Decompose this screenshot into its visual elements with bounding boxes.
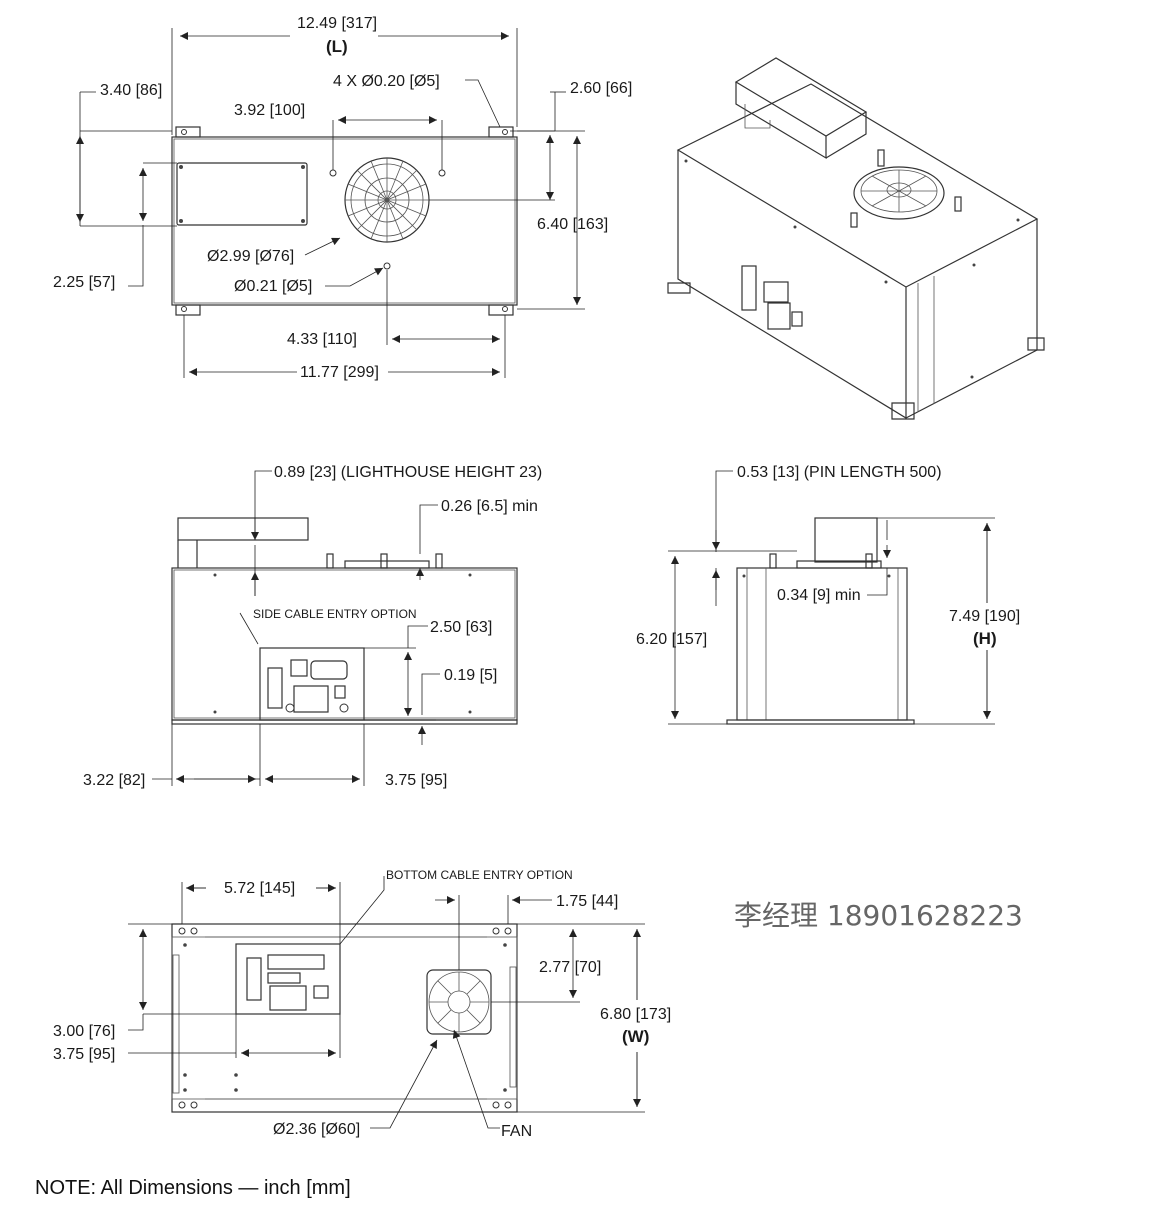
- dim-11-77: 11.77 [299]: [300, 364, 379, 381]
- note-text: NOTE: All Dimensions — inch [mm]: [35, 1177, 351, 1199]
- dim-2-50: 2.50 [63]: [430, 619, 492, 636]
- dim-0-34: 0.34 [9] min: [777, 587, 861, 604]
- dim-pin-length: 0.53 [13] (PIN LENGTH 500): [737, 464, 942, 481]
- tag-height: (H): [973, 629, 997, 648]
- dim-3-00: 3.00 [76]: [53, 1023, 115, 1040]
- dim-3-75-side: 3.75 [95]: [385, 772, 447, 789]
- dim-3-92: 3.92 [100]: [234, 102, 305, 119]
- dim-0-19: 0.19 [5]: [444, 667, 497, 684]
- dim-6-40: 6.40 [163]: [537, 216, 608, 233]
- end-view: 0.53 [13] (PIN LENGTH 500) 6.20 [157] 0.…: [636, 464, 1020, 725]
- label-bottom-cable-entry: BOTTOM CABLE ENTRY OPTION: [386, 868, 573, 882]
- contact-text: 李经理 18901628223: [734, 899, 1023, 932]
- isometric-view: [667, 57, 1045, 420]
- label-fan: FAN: [501, 1123, 532, 1140]
- fan-icon: [853, 166, 945, 220]
- dim-3-75-bottom: 3.75 [95]: [53, 1046, 115, 1063]
- top-view: 12.49 [317] (L) 4 X Ø0.20 [Ø5] 3.40 [86]…: [53, 15, 632, 381]
- label-side-cable-entry: SIDE CABLE ENTRY OPTION: [253, 607, 417, 621]
- dim-hole-dia: Ø0.21 [Ø5]: [234, 278, 312, 295]
- dim-4-33: 4.33 [110]: [287, 331, 357, 348]
- side-view: 0.89 [23] (LIGHTHOUSE HEIGHT 23) 0.26 [6…: [83, 464, 542, 789]
- dim-dial-dia: Ø2.99 [Ø76]: [207, 248, 294, 265]
- dim-length: 12.49 [317]: [297, 15, 377, 32]
- dim-2-60: 2.60 [66]: [570, 80, 632, 97]
- dim-6-20: 6.20 [157]: [636, 631, 707, 648]
- dim-1-75: 1.75 [44]: [556, 893, 618, 910]
- dim-2-77: 2.77 [70]: [539, 959, 601, 976]
- tag-width: (W): [622, 1027, 649, 1046]
- dim-5-72: 5.72 [145]: [224, 880, 295, 897]
- dim-fan-dia: Ø2.36 [Ø60]: [273, 1121, 360, 1138]
- dim-3-40: 3.40 [86]: [100, 82, 162, 99]
- dim-3-22: 3.22 [82]: [83, 772, 145, 789]
- dim-height: 7.49 [190]: [949, 608, 1020, 625]
- dim-width: 6.80 [173]: [600, 1006, 671, 1023]
- dim-lighthouse: 0.89 [23] (LIGHTHOUSE HEIGHT 23): [274, 464, 542, 481]
- dim-holes: 4 X Ø0.20 [Ø5]: [333, 73, 440, 90]
- dial-icon: [344, 157, 430, 243]
- dim-2-25: 2.25 [57]: [53, 274, 115, 291]
- dim-0-26: 0.26 [6.5] min: [441, 498, 538, 515]
- bottom-fan-icon: [426, 969, 492, 1035]
- bottom-view: BOTTOM CABLE ENTRY OPTION 5.72 [145] 1.7…: [53, 868, 671, 1140]
- tag-length: (L): [326, 37, 348, 56]
